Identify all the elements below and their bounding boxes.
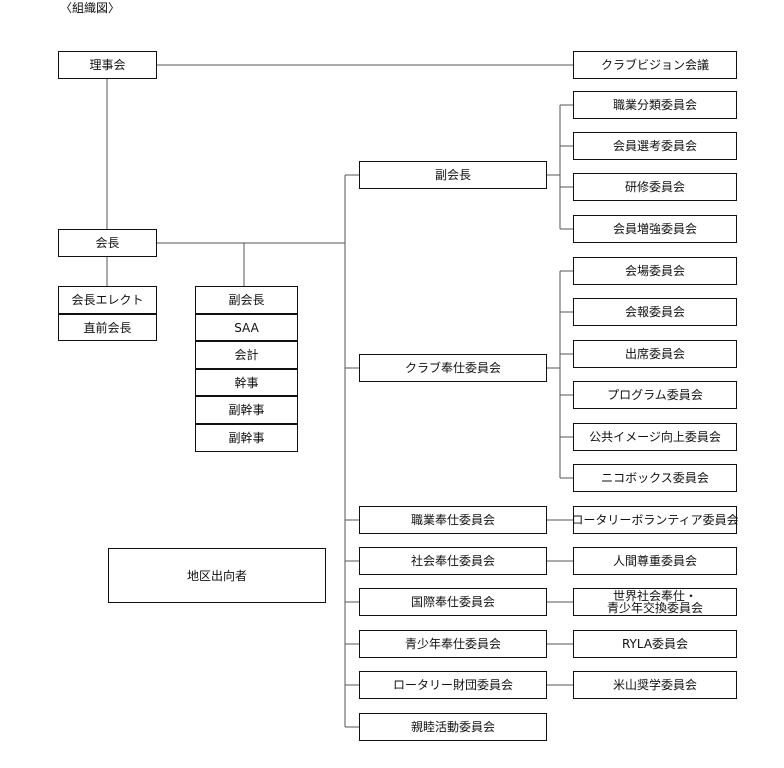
committee-box: RYLA委員会 <box>573 630 737 658</box>
officer-box: 副会長 <box>195 286 298 314</box>
committee-box: プログラム委員会 <box>573 381 737 409</box>
officer-box: 副幹事 <box>195 424 298 452</box>
district-delegate-box: 地区出向者 <box>108 548 326 603</box>
committee-box: 会場委員会 <box>573 257 737 285</box>
committee-box: 出席委員会 <box>573 340 737 368</box>
committee-box: 会員増強委員会 <box>573 215 737 243</box>
committee-box: 職業分類委員会 <box>573 91 737 119</box>
avenue-box: 青少年奉仕委員会 <box>359 630 547 658</box>
committee-box: 公共イメージ向上委員会 <box>573 423 737 451</box>
board-box: 理事会 <box>58 51 157 79</box>
president-elect-box: 会長エレクト <box>58 286 157 314</box>
officer-box: 会計 <box>195 341 298 369</box>
officer-box: SAA <box>195 314 298 341</box>
club-service-box: クラブ奉仕委員会 <box>359 354 547 382</box>
committee-box: 世界社会奉仕・ 青少年交換委員会 <box>573 588 737 616</box>
avenue-box: 国際奉仕委員会 <box>359 588 547 616</box>
avenue-box: 親睦活動委員会 <box>359 713 547 741</box>
avenue-box: ロータリー財団委員会 <box>359 671 547 699</box>
committee-box: 米山奨学委員会 <box>573 671 737 699</box>
committee-box: ニコボックス委員会 <box>573 464 737 492</box>
committee-box: 会報委員会 <box>573 298 737 326</box>
officer-box: 副幹事 <box>195 396 298 424</box>
committee-box: 会員選考委員会 <box>573 132 737 160</box>
vice-president-box: 副会長 <box>359 161 547 189</box>
committee-box: ロータリーボランティア委員会 <box>571 506 739 534</box>
committee-box: 研修委員会 <box>573 173 737 201</box>
committee-box: 人間尊重委員会 <box>573 547 737 575</box>
chart-heading: 〈組織図〉 <box>60 1 121 15</box>
avenue-box: 職業奉仕委員会 <box>359 506 547 534</box>
committee-label-line: 青少年交換委員会 <box>606 601 703 615</box>
club-vision-box: クラブビジョン会議 <box>573 51 737 79</box>
president-box: 会長 <box>58 229 157 257</box>
avenue-box: 社会奉仕委員会 <box>359 547 547 575</box>
committee-label-line: 世界社会奉仕・ <box>612 589 697 603</box>
officer-box: 幹事 <box>195 369 298 396</box>
past-president-box: 直前会長 <box>58 314 157 341</box>
